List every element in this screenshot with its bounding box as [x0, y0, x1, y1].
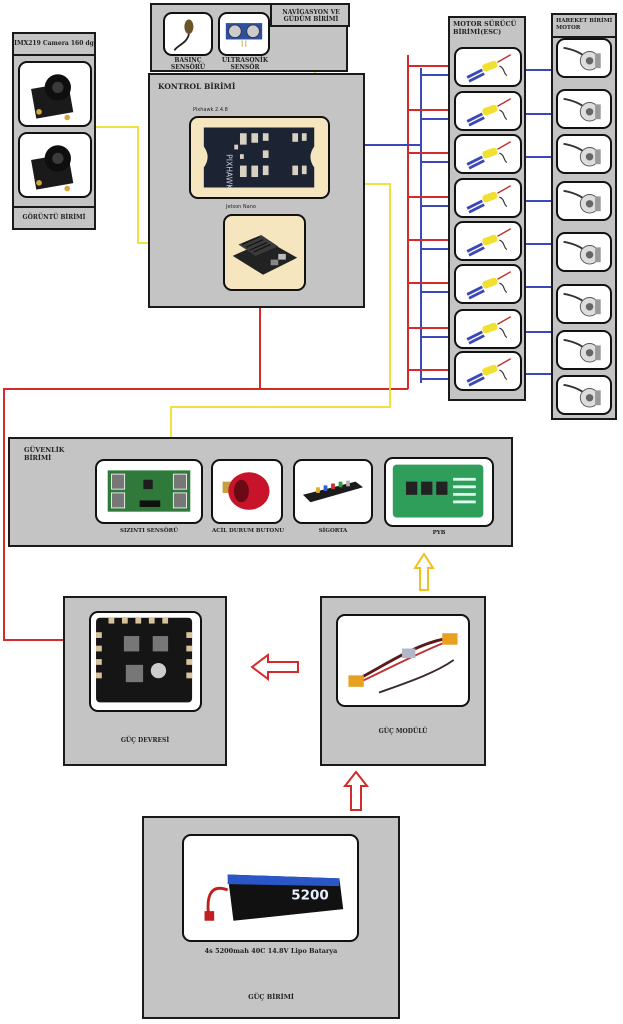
navigation-unit-title: NAVİGASYON VE GÜDÜM BİRİMİ: [282, 9, 340, 24]
esc-icon: [454, 178, 522, 218]
lipo-battery-icon: 5200: [182, 834, 359, 942]
esc-icon: [454, 91, 522, 131]
power-distribution-board-icon: [89, 611, 202, 712]
esc-icon: [454, 264, 522, 304]
svg-text:PIXHAWK: PIXHAWK: [225, 154, 234, 190]
emergency-button-label: ACİL DURUM BUTONU: [211, 528, 285, 534]
power-circuit-panel: GÜÇ DEVRESİ: [63, 596, 227, 766]
motor-unit-title-box: HAREKET BİRİMİ MOTOR: [551, 13, 617, 38]
control-unit-title: KONTROL BİRİMİ: [158, 82, 236, 91]
navigation-unit-title-box: NAVİGASYON VE GÜDÜM BİRİMİ: [270, 3, 350, 27]
battery-capacity-print: 5200: [291, 888, 329, 904]
jetson-nano-icon: [223, 214, 306, 291]
safety-unit-title: GÜVENLİK BİRİMİ: [24, 446, 65, 462]
motor-icon: [556, 375, 612, 415]
motor-icon: [556, 330, 612, 370]
safety-unit-panel: GÜVENLİK BİRİMİ SIZINTI SENSÖRÜ ACİL DUR…: [8, 437, 513, 547]
esc-unit-panel: MOTOR SÜRÜCÜ BİRİMİ(ESC): [448, 16, 526, 401]
fuse-label: SİGORTA: [318, 528, 348, 534]
arrow-up-yellow-icon: [413, 552, 435, 591]
motor-icon: [556, 134, 612, 174]
esc-icon: [454, 47, 522, 87]
pixhawk-label: Pixhawk 2.4.8: [193, 107, 228, 113]
esc-icon: [454, 351, 522, 391]
esc-icon: [454, 134, 522, 174]
bms-label: PYB: [432, 530, 446, 536]
vision-unit-footer: GÖRÜNTÜ BİRİMİ: [22, 214, 86, 221]
power-circuit-label: GÜÇ DEVRESİ: [120, 737, 170, 744]
motor-icon: [556, 232, 612, 272]
vision-unit-header: IMX219 Camera 160 dg: [14, 40, 94, 47]
emergency-button-icon: [211, 459, 283, 524]
vision-unit-header-box: IMX219 Camera 160 dg: [12, 32, 96, 56]
esc-icon: [454, 221, 522, 261]
arrow-left-red-icon: [250, 653, 299, 681]
motor-unit-panel: HAREKET BİRİMİ MOTOR: [551, 13, 617, 420]
navigation-unit-panel: NAVİGASYON VE GÜDÜM BİRİMİ BASINÇ SENSÖR…: [150, 3, 350, 72]
leak-sensor-icon: [95, 459, 203, 524]
pressure-sensor-label: BASINÇ SENSÖRÜ: [170, 57, 206, 71]
power-module-panel: GÜÇ MODÜLÜ: [320, 596, 486, 766]
motor-icon: [556, 38, 612, 78]
esc-unit-title: MOTOR SÜRÜCÜ BİRİMİ(ESC): [453, 20, 517, 36]
ultrasonic-sensor-icon: [218, 12, 270, 56]
motor-icon: [556, 284, 612, 324]
battery-label: 4s 5200mah 40C 14.8V Lipo Batarya: [204, 947, 338, 955]
vision-unit-footer-box: GÖRÜNTÜ BİRİMİ: [12, 206, 96, 230]
camera-module-icon: [18, 61, 92, 127]
motor-unit-title: HAREKET BİRİMİ MOTOR: [556, 18, 613, 31]
pressure-sensor-icon: [163, 12, 213, 56]
leak-sensor-label: SIZINTI SENSÖRÜ: [119, 528, 179, 534]
ultrasonic-sensor-label: ULTRASONİK SENSÖR: [221, 57, 269, 71]
power-unit-panel: 5200 4s 5200mah 40C 14.8V Lipo Batarya G…: [142, 816, 400, 1019]
motor-icon: [556, 181, 612, 221]
pixhawk-flight-controller-icon: PIXHAWK: [189, 116, 330, 199]
power-module-icon: [336, 614, 470, 707]
motor-icon: [556, 89, 612, 129]
camera-module-icon: [18, 132, 92, 198]
jetson-nano-label: Jetson Nano: [226, 204, 256, 210]
fuse-icon: [293, 459, 373, 524]
control-unit-panel: KONTROL BİRİMİ Pixhawk 2.4.8 PIXHAWK Jet…: [148, 73, 365, 308]
power-unit-title: GÜÇ BİRİMİ: [248, 993, 294, 1001]
vision-unit-panel: IMX219 Camera 160 dg GÖRÜNTÜ BİRİMİ: [12, 32, 96, 230]
power-module-label: GÜÇ MODÜLÜ: [378, 728, 428, 735]
esc-icon: [454, 309, 522, 349]
bms-board-icon: [384, 457, 494, 527]
arrow-up-red-icon: [343, 770, 369, 811]
